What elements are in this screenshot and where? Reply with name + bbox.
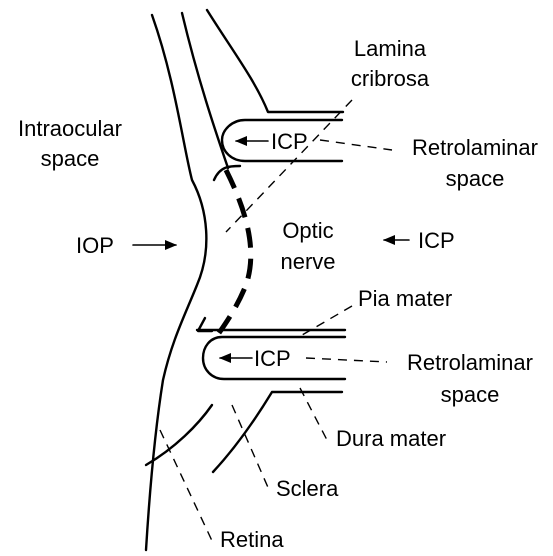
optic-nerve-label-line1: Optic [282,218,333,243]
icp-middle-label: ICP [418,228,455,253]
tissue-outlines [146,10,343,550]
optic-nerve-label-line2: nerve [280,249,335,274]
retrolaminar-lower-label-line2: space [441,382,500,407]
retrolaminar-upper-label-line2: space [446,166,505,191]
intraocular-space-label-line1: Intraocular [18,116,122,141]
sclera-inner-outline [182,13,228,168]
labels: Lamina cribrosa Intraocular space ICP Re… [18,36,538,552]
arrows [133,141,409,358]
retrolaminar-lower-label-line1: Retrolaminar [407,350,533,375]
lamina-cribrosa-label-line1: Lamina [354,36,427,61]
sclera-label: Sclera [276,476,339,501]
retrolaminar-upper-label-line1: Retrolaminar [412,135,538,160]
dura-mater-label: Dura mater [336,426,446,451]
retrolaminar-lower-leader [306,358,387,362]
icp-lower-label: ICP [254,346,291,371]
pia-mater-label: Pia mater [358,286,452,311]
sclera-leader [232,405,270,492]
pia-mater-leader [297,306,352,338]
iop-label: IOP [76,233,114,258]
retina-leader [160,430,214,545]
intraocular-space-label-line2: space [41,146,100,171]
icp-upper-label: ICP [271,129,308,154]
retina-outline [146,15,206,550]
dura-upper-outer-outline [207,10,343,112]
lamina-cribrosa-label-line2: cribrosa [351,66,430,91]
lamina-cribrosa-line [219,170,251,333]
dura-mater-leader [300,388,327,440]
retina-label: Retina [220,527,284,552]
retrolaminar-upper-leader [320,140,392,150]
